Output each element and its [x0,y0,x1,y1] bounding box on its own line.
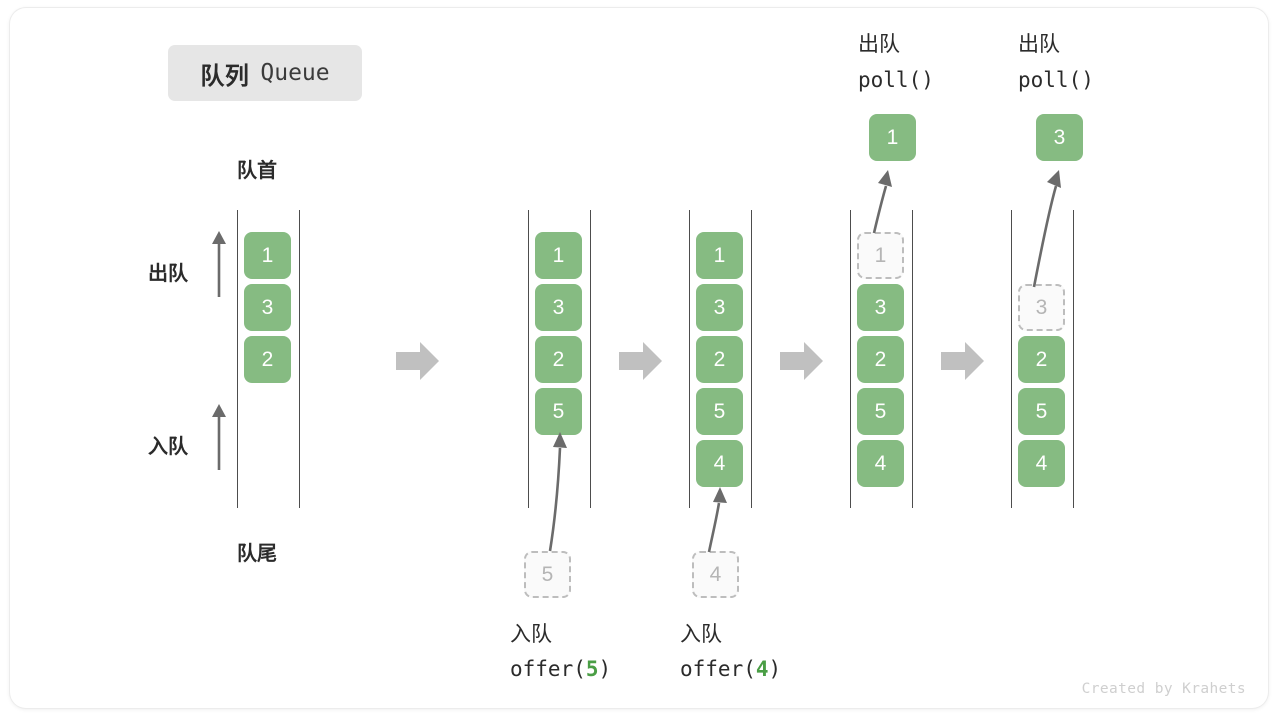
stage4-op-label-cn: 出队 [858,33,900,56]
stage2-op-label-code: offer(5) [510,655,611,683]
stage3-op-label-code: offer(4) [680,655,781,683]
stage4-cell-2: 2 [857,336,904,383]
label-queue-rear: 队尾 [237,543,277,565]
stage3-cell-1: 3 [696,284,743,331]
stage4-rail-right [912,210,913,508]
stage5-rail-right [1073,210,1074,508]
transition-arrow-2-icon [619,340,663,382]
stage2-op-prefix: offer( [510,657,586,681]
watermark: Created by Krahets [1081,681,1246,697]
stage5-cell-1-ghost: 3 [1018,284,1065,331]
stage3-rail-right [751,210,752,508]
stage3-op-prefix: offer( [680,657,756,681]
transition-arrow-1-icon [396,340,440,382]
label-queue-front: 队首 [237,160,277,182]
stage5-op-label-code: poll() [1018,68,1094,92]
stage4-op-label-code: poll() [858,68,934,92]
dequeue-direction-arrow-icon [210,231,228,297]
label-enqueue-direction: 入队 [148,436,188,458]
stage4-cell-0-ghost: 1 [857,232,904,279]
stage5-dequeue-arrow-icon [1026,168,1070,288]
stage5-op-label-cn: 出队 [1018,33,1060,56]
stage3-cell-3: 5 [696,388,743,435]
stage4-rail-left [850,210,851,508]
stage5-rail-left [1011,210,1012,508]
stage1-cell-0: 1 [244,232,291,279]
stage1-cell-1: 3 [244,284,291,331]
stage5-outgoing-cell: 3 [1036,114,1083,161]
title-badge: 队列 Queue [168,45,362,101]
stage3-cell-0: 1 [696,232,743,279]
stage4-cell-1: 3 [857,284,904,331]
stage3-incoming-ghost-cell: 4 [692,551,739,598]
stage4-dequeue-arrow-icon [866,168,902,234]
stage5-cell-2: 2 [1018,336,1065,383]
stage3-op-label-cn: 入队 [680,623,722,646]
stage4-cell-3: 5 [857,388,904,435]
stage4-outgoing-cell: 1 [869,114,916,161]
stage2-cell-0: 1 [535,232,582,279]
stage2-rail-left [528,210,529,508]
transition-arrow-4-icon [941,340,985,382]
stage2-enqueue-arrow-icon [540,430,580,552]
stage2-cell-3: 5 [535,388,582,435]
stage4-cell-4: 4 [857,440,904,487]
stage5-cell-3: 5 [1018,388,1065,435]
label-dequeue-direction: 出队 [148,263,188,285]
stage3-rail-left [689,210,690,508]
stage3-op-arg: 4 [755,657,769,681]
stage2-incoming-ghost-cell: 5 [524,551,571,598]
stage1-cell-2: 2 [244,336,291,383]
stage1-rail-right [299,210,300,508]
stage3-cell-4: 4 [696,440,743,487]
stage2-op-arg: 5 [585,657,599,681]
stage3-op-suffix: ) [768,657,782,681]
title-chinese: 队列 [200,62,250,90]
stage2-op-label-cn: 入队 [510,623,552,646]
stage3-cell-2: 2 [696,336,743,383]
title-english: Queue [260,60,330,86]
transition-arrow-3-icon [780,340,824,382]
stage5-cell-4: 4 [1018,440,1065,487]
enqueue-direction-arrow-icon [210,404,228,470]
stage2-cell-1: 3 [535,284,582,331]
stage2-rail-right [590,210,591,508]
stage2-op-suffix: ) [598,657,612,681]
stage1-rail-left [237,210,238,508]
stage3-enqueue-arrow-icon [703,485,737,553]
stage2-cell-2: 2 [535,336,582,383]
